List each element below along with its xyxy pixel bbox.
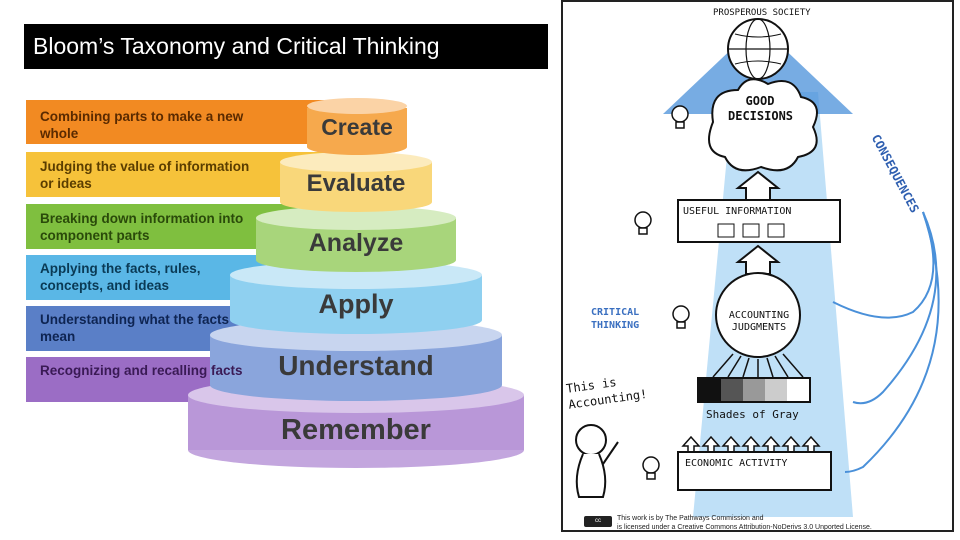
band-text-analyze: Breaking down information into component… [40, 211, 244, 243]
tier-label-analyze: Analyze [308, 229, 404, 257]
credit-line-2: is licensed under a Creative Commons Att… [617, 524, 872, 531]
tier-label-understand: Understand [278, 350, 434, 381]
band-text-understand: Understanding what the facts mean [40, 312, 230, 344]
tier-label-apply: Apply [318, 289, 394, 319]
economic-activity-box [677, 451, 832, 491]
shades-of-gray-bar [697, 377, 811, 403]
band-text-remember: Recognizing and recalling facts [40, 363, 243, 378]
tier-label-remember: Remember [281, 414, 431, 446]
lightbulb-icon [672, 305, 690, 329]
band-create [26, 100, 326, 144]
lightbulb-icon [642, 456, 660, 480]
credit-line-1: This work is by The Pathways Commission … [617, 515, 764, 522]
license-credit: This work is by The Pathways Commission … [617, 514, 917, 532]
consequences-arrows [832, 211, 940, 473]
band-understand [26, 306, 241, 351]
shades-of-gray-label: Shades of Gray [706, 408, 799, 421]
stick-figure [575, 424, 619, 498]
sketch-graphic [575, 18, 940, 517]
prosperous-society-label: PROSPEROUS SOCIETY [713, 8, 811, 18]
thought-cloud [708, 78, 818, 172]
slide-title: Bloom’s Taxonomy and Critical Thinking [24, 24, 548, 69]
accounting-judgments-label: ACCOUNTING JUDGMENTS [728, 310, 790, 333]
lightbulb-icon [634, 211, 652, 235]
ray-lines [712, 353, 804, 378]
report-icons [717, 223, 785, 238]
tier-apply [230, 261, 482, 334]
bloom-pyramid-graphic [26, 98, 524, 468]
economic-activity-label: ECONOMIC ACTIVITY [685, 458, 788, 469]
critical-thinking-label: CRITICAL THINKING [591, 307, 640, 331]
band-apply [26, 255, 266, 300]
useful-information-label: USEFUL INFORMATION [683, 206, 792, 217]
accounting-sketch-panel: PROSPEROUS SOCIETY GOOD DECISIONS USEFUL… [561, 0, 954, 532]
tier-label-create: Create [321, 114, 393, 140]
band-evaluate [26, 152, 326, 197]
globe-icon [727, 18, 789, 80]
cc-license-badge: cc [584, 516, 612, 527]
bloom-taxonomy-figure: Combining parts to make a new whole Judg… [26, 98, 524, 468]
accounting-judgments-circle [715, 272, 801, 358]
tier-label-evaluate: Evaluate [306, 170, 406, 197]
tier-evaluate [280, 152, 432, 212]
tier-create [307, 98, 407, 155]
tier-analyze [256, 206, 456, 272]
lightbulb-icon [671, 105, 689, 129]
band-text-create: Combining parts to make a new whole [40, 109, 244, 141]
flow-arrows [735, 170, 781, 275]
band-text-apply: Applying the facts, rules, concepts, and… [40, 261, 201, 293]
band-text-evaluate: Judging the value of information or idea… [40, 159, 250, 191]
good-decisions-label: GOOD DECISIONS [728, 94, 794, 123]
